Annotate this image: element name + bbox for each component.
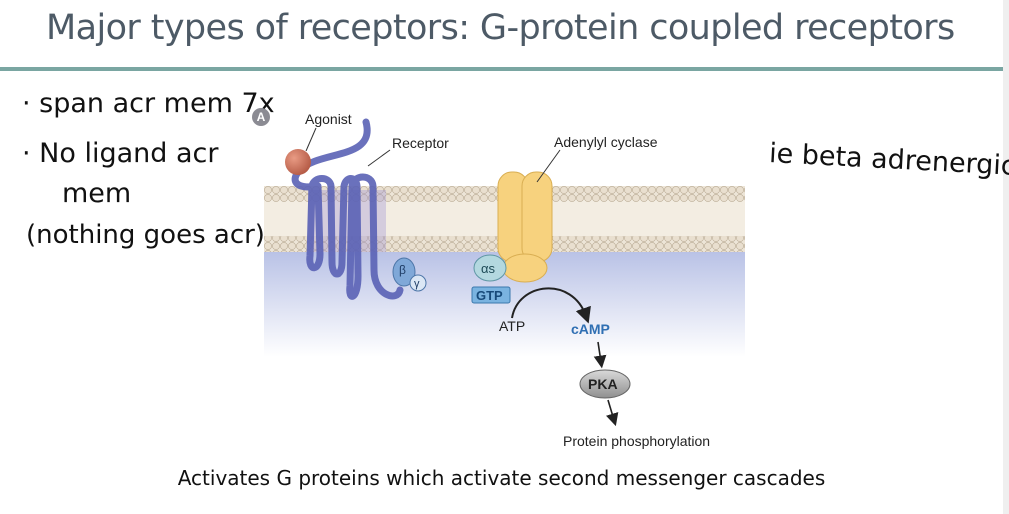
g-protein-beta-gamma: β γ (392, 257, 427, 292)
receptor-leader (367, 149, 391, 167)
pka-label: PKA (588, 376, 618, 392)
agonist-ligand (285, 149, 311, 175)
atp-label: ATP (499, 318, 525, 334)
right-edge-strip (1003, 0, 1009, 514)
handwritten-note-line3: mem (62, 178, 132, 209)
g-alpha-s: αs GTP (471, 254, 511, 304)
gamma-label: γ (414, 278, 420, 290)
pka-to-phos-arrow (606, 399, 619, 427)
cyclase-leader (536, 149, 561, 183)
annotation-badge: A (252, 108, 270, 126)
beta-label: β (399, 263, 406, 277)
gtp-label: GTP (476, 288, 503, 303)
cyclase-label: Adenylyl cyclase (554, 134, 658, 150)
pka-node (579, 369, 631, 399)
agonist-leader (305, 127, 317, 152)
adenylyl-cyclase (497, 171, 553, 283)
handwritten-note-line2: · No ligand acr (22, 138, 219, 169)
gpcr-receptor (291, 118, 404, 300)
camp-to-pka-arrow (593, 341, 607, 369)
camp-label: cAMP (571, 321, 610, 337)
alpha-s-label: αs (481, 261, 496, 276)
note-text: · span acr mem 7x (22, 88, 275, 119)
atp-to-camp-arrow (511, 287, 591, 324)
slide-caption: Activates G proteins which activate seco… (177, 466, 826, 490)
title-divider (0, 67, 1003, 71)
badge-letter: A (256, 110, 266, 124)
receptor-label: Receptor (392, 135, 449, 151)
protein-phos-label: Protein phosphorylation (563, 433, 710, 449)
slide-title: Major types of receptors: G-protein coup… (46, 8, 955, 48)
handwritten-note-line1: · span acr mem 7x (22, 88, 275, 119)
agonist-label: Agonist (305, 111, 352, 127)
handwritten-note-line4: (nothing goes acr) (26, 220, 265, 250)
